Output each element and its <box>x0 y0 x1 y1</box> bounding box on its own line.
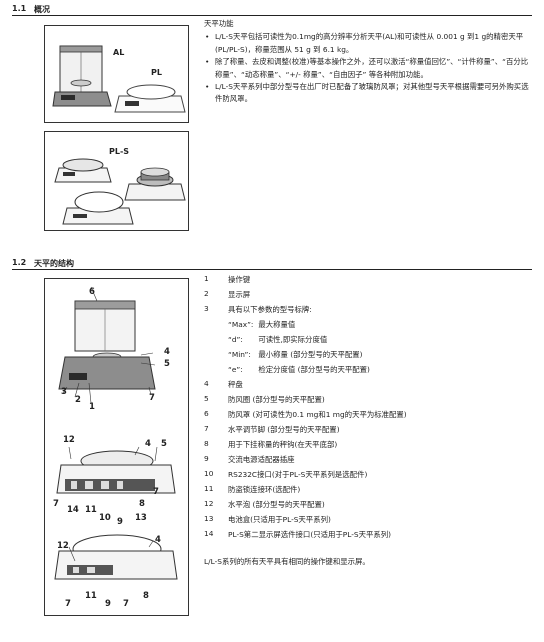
callout-9: 9 <box>117 517 123 527</box>
callout-4: 4 <box>164 347 170 357</box>
figure-pl-s: PL-S <box>44 131 189 231</box>
part-label: 操作键 <box>228 275 251 284</box>
param-key: “e”: <box>228 365 243 374</box>
callout-4c: 4 <box>155 535 161 545</box>
feature-item-2: 除了称量、去皮和调整(校准)等基本操作之外，还可以激活“称量值回忆”、“计件称量… <box>205 56 534 81</box>
callout-7e: 7 <box>123 599 129 609</box>
param-value: 可读性,即实际分度值 <box>258 335 328 344</box>
section-1-number: 1.1 <box>12 4 27 13</box>
section-1-title: 概况 <box>34 5 50 14</box>
al-pl-balances-illustration <box>52 45 186 113</box>
callout-13: 13 <box>135 513 147 523</box>
param-key: “d”: <box>228 335 243 344</box>
callout-14: 14 <box>67 505 79 515</box>
part-label: 用于下挂称量的秤钩(在天平底部) <box>228 440 338 449</box>
part-label: PL-S第二显示屏选件接口(只适用于PL-S天平系列) <box>228 530 392 539</box>
parts-list: 1 操作键 2 显示屏 3 具有以下参数的型号标牌: “Max”: 最大称量值 … <box>204 274 534 564</box>
part-label: 防风罩 (对可读性为0.1 mg和1 mg的天平为标准配置) <box>228 410 407 419</box>
part-number: 9 <box>204 454 209 463</box>
pl-s-balances-illustration <box>54 158 186 225</box>
callout-1: 1 <box>89 402 95 412</box>
label-al: AL <box>113 48 125 57</box>
part-label: 显示屏 <box>228 290 251 299</box>
part-number: 13 <box>204 514 214 523</box>
part-number: 3 <box>204 304 209 313</box>
callout-7b: 7 <box>53 499 59 509</box>
param-key: “Min”: <box>228 350 251 359</box>
part-number: 2 <box>204 289 209 298</box>
param-value: 最大称量值 <box>258 320 296 329</box>
param-value: 检定分度值 (部分型号的天平配置) <box>258 365 370 374</box>
part-label: 电池盒(只适用于PL-S天平系列) <box>228 515 331 524</box>
part-number: 7 <box>204 424 209 433</box>
figure-structure: 6 4 5 3 2 1 7 12 4 5 7 14 11 10 9 13 8 7… <box>44 278 189 616</box>
callout-8: 8 <box>139 499 145 509</box>
section-1-rule <box>12 15 532 16</box>
callout-2: 2 <box>75 395 81 405</box>
callout-12: 12 <box>63 435 75 445</box>
callout-12b: 12 <box>57 541 69 551</box>
part-number: 12 <box>204 499 214 508</box>
callout-7a: 7 <box>149 393 155 403</box>
callout-5: 5 <box>164 359 170 369</box>
param-row: “e”: 检定分度值 (部分型号的天平配置) <box>228 364 370 375</box>
part-label: 交流电源适配器插座 <box>228 455 295 464</box>
features-block: 天平功能 L/L-S天平包括可读性为0.1mg的高分辨率分析天平(AL)和可读性… <box>204 18 534 106</box>
feature-item-1: L/L-S天平包括可读性为0.1mg的高分辨率分析天平(AL)和可读性从 0.0… <box>205 31 534 56</box>
feature-item-3: L/L-S天平系列中部分型号在出厂时已配备了玻璃防风罩；对其他型号天平根据需要可… <box>205 81 534 106</box>
callout-5b: 5 <box>161 439 167 449</box>
callout-8b: 8 <box>143 591 149 601</box>
callout-9b: 9 <box>105 599 111 609</box>
part-number: 4 <box>204 379 209 388</box>
part-number: 5 <box>204 394 209 403</box>
part-label: 秤盘 <box>228 380 243 389</box>
callout-10: 10 <box>99 513 111 523</box>
part-number: 8 <box>204 439 209 448</box>
callout-7c: 7 <box>153 487 159 497</box>
section-2-number: 1.2 <box>12 258 27 267</box>
label-pl-s: PL-S <box>109 147 130 156</box>
part-number: 1 <box>204 274 209 283</box>
callout-6: 6 <box>89 287 95 297</box>
callout-11b: 11 <box>85 591 97 601</box>
part-number: 10 <box>204 469 214 478</box>
part-number: 11 <box>204 484 214 493</box>
param-row: “Min”: 最小称量 (部分型号的天平配置) <box>228 349 363 360</box>
part-label: 防盗锁连接环(选配件) <box>228 485 301 494</box>
part-label: 防风圈 (部分型号的天平配置) <box>228 395 325 404</box>
callout-3: 3 <box>61 387 67 397</box>
part-label: RS232C接口(对于PL-S天平系列是选配件) <box>228 470 368 479</box>
operating-note: L/L-S系列的所有天平具有相同的操作键和显示屏。 <box>204 557 370 566</box>
section-2-rule <box>12 269 532 270</box>
part-label: 水平泡 (部分型号的天平配置) <box>228 500 325 509</box>
callout-11: 11 <box>85 505 97 515</box>
features-list: L/L-S天平包括可读性为0.1mg的高分辨率分析天平(AL)和可读性从 0.0… <box>204 31 534 105</box>
features-heading: 天平功能 <box>204 19 234 28</box>
param-row: “d”: 可读性,即实际分度值 <box>228 334 327 345</box>
part-number: 14 <box>204 529 214 538</box>
structure-illustration <box>54 286 178 580</box>
param-value: 最小称量 (部分型号的天平配置) <box>258 350 363 359</box>
part-label: 具有以下参数的型号标牌: <box>228 305 312 314</box>
param-key: “Max”: <box>228 320 254 329</box>
part-label: 水平调节脚 (部分型号的天平配置) <box>228 425 340 434</box>
figure-al-pl: AL PL <box>44 25 189 123</box>
part-number: 6 <box>204 409 209 418</box>
callout-7d: 7 <box>65 599 71 609</box>
callout-4b: 4 <box>145 439 151 449</box>
section-2-title: 天平的结构 <box>34 259 74 268</box>
label-pl: PL <box>151 68 162 77</box>
param-row: “Max”: 最大称量值 <box>228 319 295 330</box>
